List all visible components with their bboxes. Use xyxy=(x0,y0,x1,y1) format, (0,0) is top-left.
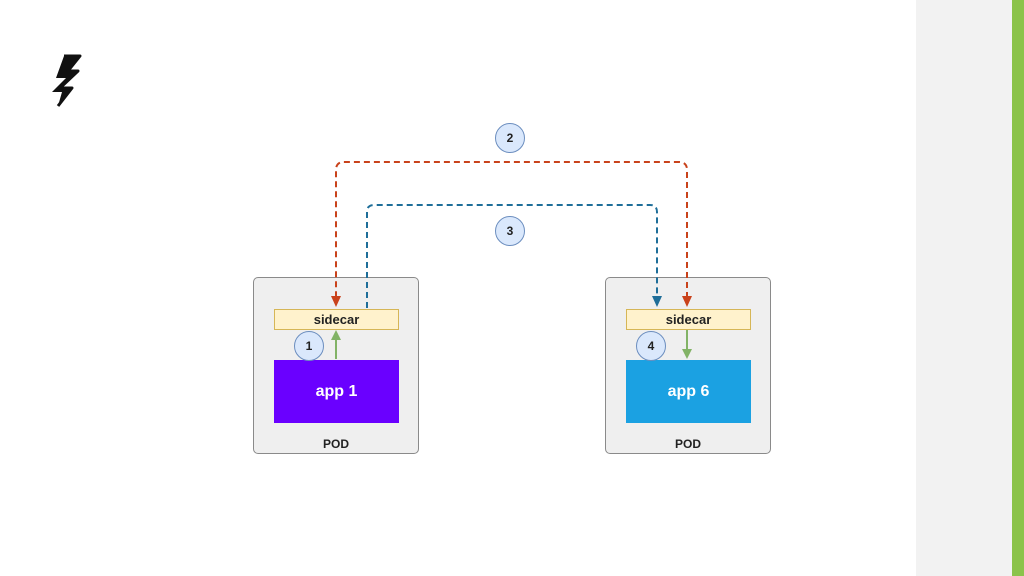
step-badge-2: 2 xyxy=(495,123,525,153)
side-panel xyxy=(916,0,1012,576)
pod-left: sidecar app 1 POD xyxy=(253,277,419,454)
sidecar-right: sidecar xyxy=(626,309,751,330)
pod-right: sidecar app 6 POD xyxy=(605,277,771,454)
step-badge-3: 3 xyxy=(495,216,525,246)
app-6-box: app 6 xyxy=(626,360,751,423)
app-1-box: app 1 xyxy=(274,360,399,423)
pod-label-right: POD xyxy=(674,437,701,451)
pod-label-left: POD xyxy=(322,437,349,451)
step-badge-1: 1 xyxy=(294,331,324,361)
lightning-bolt-icon xyxy=(52,54,82,107)
accent-bar xyxy=(1012,0,1024,576)
step-badge-4: 4 xyxy=(636,331,666,361)
sidecar-left: sidecar xyxy=(274,309,399,330)
